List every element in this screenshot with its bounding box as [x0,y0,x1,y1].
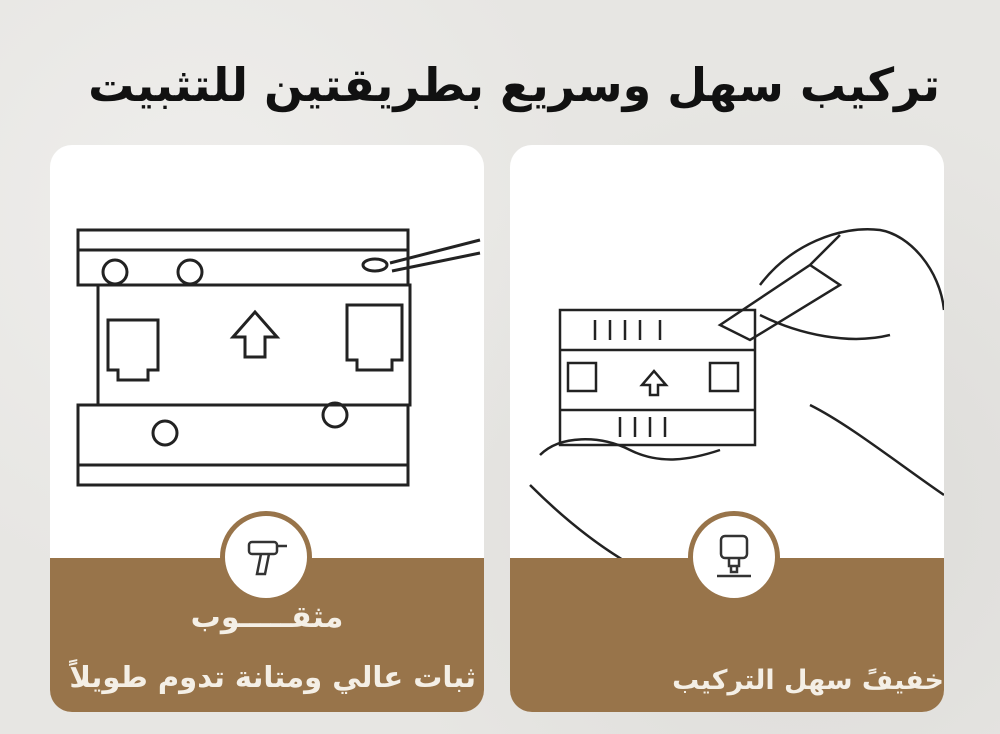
card-drilled: مثقـــــوب ثبات عالي ومتانة تدوم طويلاً [50,145,484,712]
glue-icon [688,511,780,603]
card-heading: مثقـــــوب [190,600,344,635]
rail-glue-illustration [529,228,944,558]
card-adhesive: خفيفً سهل التركيب [510,145,944,712]
page-title: تركيب سهل وسريع بطريقتين للتثبيت [88,58,940,112]
card-subtitle: خفيفً سهل التركيب [672,665,944,696]
rail-screw-illustration [76,228,481,487]
drill-icon [220,511,312,603]
card-subtitle: ثبات عالي ومتانة تدوم طويلاً [69,660,476,694]
